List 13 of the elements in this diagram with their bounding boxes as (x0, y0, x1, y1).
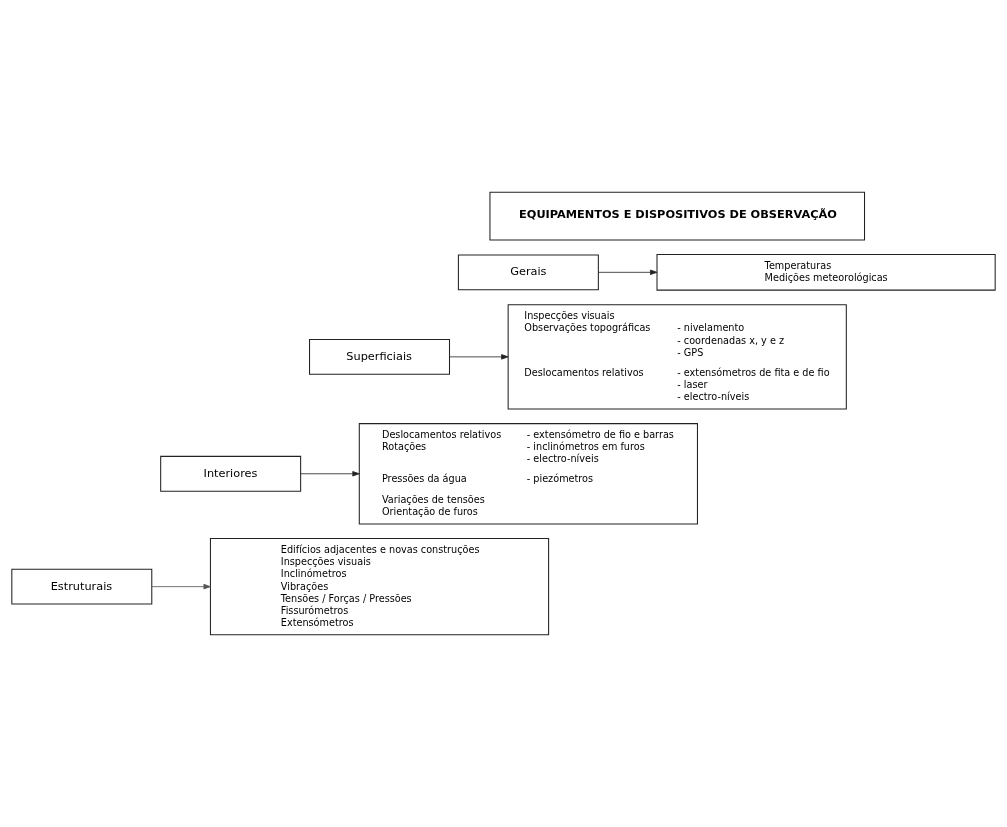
arrow (151, 583, 211, 590)
node-box: EQUIPAMENTOS E DISPOSITIVOS DE OBSERVAÇÃO (489, 191, 866, 241)
node-box: Inspecções visuais Observações topográficas - nivelamento - coordenadas x, y e z - GPS Deslocamentos relativos - extensómetros de fita e de fio - laser - electro-níveis (507, 304, 847, 410)
node-box: Interiores (160, 455, 302, 492)
arrow (300, 471, 360, 477)
node-box: Deslocamentos relativos - extensómetro de fio e barras Rotações - inclinómetros em furos - electro-níveis Pressões da água - piezómetros Variações de tensões Orientação de furos (358, 423, 698, 525)
node-box: Edifícios adjacentes e novas construções Inspecções visuais Inclinómetros Vibrações Tensões / Forças / Pressões Fissurómetros Extensómetros (209, 537, 550, 636)
arrow (598, 269, 658, 275)
node-box: Estruturais (11, 568, 153, 605)
node-box: Gerais (457, 254, 599, 291)
node-box: Temperaturas Medições meteorológicas (656, 254, 996, 291)
node-box: Superficiais (309, 338, 451, 375)
arrow (449, 354, 509, 360)
